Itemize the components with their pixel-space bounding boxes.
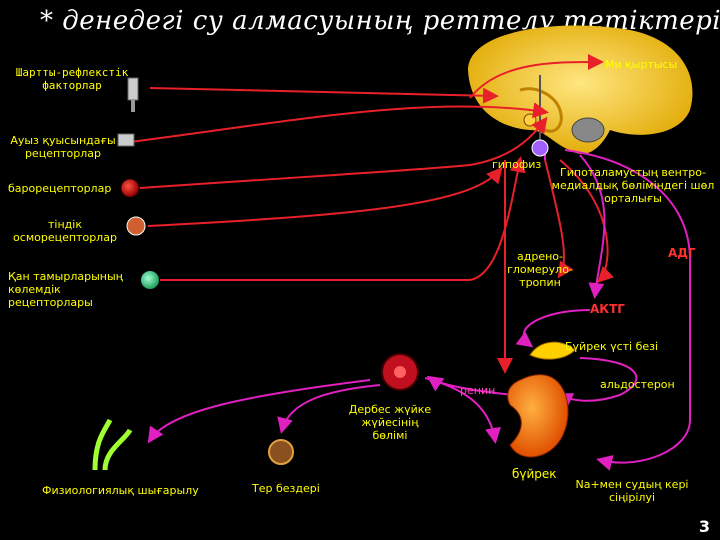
mouth-receptor-label: Ауыз қуысындағы рецепторлар [10,134,116,160]
volume-receptor-icon [141,271,159,289]
mouth-receptor-icon [117,133,135,147]
excretion-label: Физиологиялық шығарылу [42,484,199,497]
reabsorption-label: Na+мен судың кері сіңірілуі [575,478,689,504]
brain-label: Ми қыртысы [605,58,678,71]
conditioned-reflex-label: Шартты-рефлекстік факторлар [15,66,129,92]
autonomic-label: Дербес жүйке жүйесінің бөлімі [348,403,432,442]
adrenal-label: Бүйрек үсті безі [565,340,659,353]
aldosterone-label: альдостерон [600,378,675,391]
pituitary-label: гипофиз [492,158,542,171]
afferent-arrows [129,53,604,281]
autonomic-node-icon [381,353,419,391]
adh-label: АДГ [668,246,696,260]
efferent-red-arrows [497,159,615,374]
adrenoglomerulotropin-label: адрено-гломеруло-тропин [507,250,573,289]
baroreceptor-label: барорецепторлар [8,182,112,195]
osmoreceptor-icon [126,216,146,236]
adrenal-gland-icon [529,341,576,360]
renin-label: ренин [460,384,496,397]
acth-label: АКТГ [590,302,625,316]
baroreceptor-icon [120,178,140,198]
page-number: 3 [698,517,710,536]
hormone-arrows [147,149,691,471]
pituitary-icon [531,139,549,157]
volume-receptor-label: Қан тамырларының көлемдік рецепторлары [8,270,123,309]
excretion-icon [92,418,133,471]
hypothalamus-label: Гипоталамустың вентро-медиалдық бөлімінд… [551,166,715,205]
sweat-gland-icon [268,439,294,465]
conditioned-reflex-icon [127,77,139,112]
brain-icon [468,25,693,154]
sweat-gland-label: Тер бездері [252,482,320,495]
kidney-icon [507,374,569,458]
osmoreceptor-label: тіндік осморецепторлар [13,218,117,244]
kidney-label: бүйрек [512,467,557,481]
